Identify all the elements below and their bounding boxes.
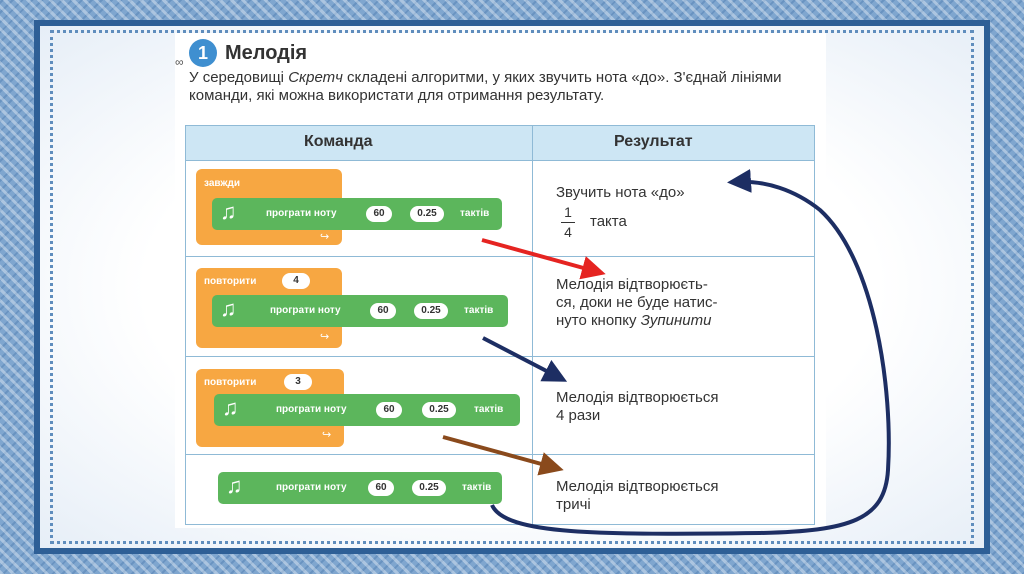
- red-arrow: [481, 238, 606, 280]
- loop-arrow-icon: ↪: [320, 231, 330, 243]
- loop-arrow-icon: ↪: [320, 331, 330, 343]
- music-note-icon: ♫: [220, 296, 237, 321]
- textbook-page: ∞ 1 Мелодія У середовищі Скретч складені…: [175, 33, 826, 528]
- brown-arrow: [442, 435, 564, 476]
- result-4-line1: Мелодія відтворюється: [556, 478, 719, 495]
- loop-label: повторити: [204, 276, 257, 287]
- result-2: Мелодія відтворюєть- ся, доки не буде на…: [556, 276, 816, 330]
- row-divider: [186, 356, 814, 357]
- frame-dotted-border: [50, 30, 974, 544]
- loop-count: 3: [284, 374, 312, 390]
- intro-scratch: Скретч: [288, 69, 343, 86]
- beats-value: 0.25: [422, 402, 456, 418]
- result-4-line2: тричі: [556, 496, 591, 513]
- exercise-title: Мелодія: [225, 41, 308, 64]
- beats-value: 0.25: [414, 303, 448, 319]
- play-note-label: програти ноту: [276, 404, 347, 415]
- exercise-header: 1 Мелодія: [189, 39, 307, 67]
- exercise-instructions: У середовищі Скретч складені алгоритми, …: [189, 69, 819, 105]
- loop-count: 4: [282, 273, 310, 289]
- play-note-label: програти ноту: [270, 305, 341, 316]
- matching-table: Команда Результат завжди ♫ програти ноту…: [185, 125, 815, 525]
- decoration-icon: ∞: [175, 55, 184, 69]
- beats-value: 0.25: [410, 206, 444, 222]
- music-note-icon: ♫: [226, 473, 243, 498]
- result-3-line1: Мелодія відтворюється: [556, 389, 719, 406]
- result-1-line1: Звучить нота «до»: [556, 184, 685, 201]
- result-2-line3-text: нуто кнопку: [556, 312, 641, 329]
- beats-value: 0.25: [412, 480, 446, 496]
- music-note-icon: ♫: [220, 199, 237, 224]
- note-value: 60: [368, 480, 394, 496]
- result-2-line2: ся, доки не буде натис-: [556, 294, 718, 311]
- beats-unit: тактів: [462, 482, 492, 493]
- intro-text-1: У середовищі: [189, 69, 289, 86]
- column-divider: [532, 126, 533, 524]
- note-value: 60: [366, 206, 392, 222]
- result-2-line3: нуто кнопку Зупинити: [556, 312, 816, 330]
- navy-arrow: [482, 336, 568, 382]
- play-note-block: [212, 295, 508, 327]
- beats-unit: тактів: [474, 404, 504, 415]
- row-divider: [186, 256, 814, 257]
- result-2-stop: Зупинити: [640, 312, 712, 329]
- table-header: Команда Результат: [186, 126, 814, 161]
- result-2-line1: Мелодія відтворюєть-: [556, 276, 708, 293]
- music-note-icon: ♫: [222, 395, 239, 420]
- play-note-block: [214, 394, 520, 426]
- result-4: Мелодія відтворюється тричі: [556, 478, 816, 514]
- header-result: Результат: [614, 133, 693, 150]
- result-3: Мелодія відтворюється 4 рази: [556, 389, 816, 425]
- loop-label: завжди: [204, 178, 241, 189]
- note-value: 60: [370, 303, 396, 319]
- loop-label: повторити: [204, 377, 257, 388]
- play-note-label: програти ноту: [266, 208, 337, 219]
- navy-curve-arrow: [490, 168, 891, 536]
- beats-unit: тактів: [464, 305, 494, 316]
- play-note-label: програти ноту: [276, 482, 347, 493]
- note-value: 60: [376, 402, 402, 418]
- result-1: Звучить нота «до»: [556, 184, 816, 202]
- fraction-bar: [561, 222, 575, 223]
- intro-text-2: складені алгоритми, у яких звучить нота …: [189, 69, 782, 104]
- result-1-after: такта: [590, 213, 627, 230]
- fraction-numerator: 1: [564, 204, 572, 220]
- loop-arrow-icon: ↪: [322, 429, 332, 441]
- header-command: Команда: [304, 133, 373, 150]
- fraction-denominator: 4: [564, 224, 572, 240]
- result-3-line2: 4 рази: [556, 407, 601, 424]
- exercise-number: 1: [189, 39, 217, 67]
- play-note-block: [212, 198, 502, 230]
- play-note-block: [218, 472, 502, 504]
- beats-unit: тактів: [460, 208, 490, 219]
